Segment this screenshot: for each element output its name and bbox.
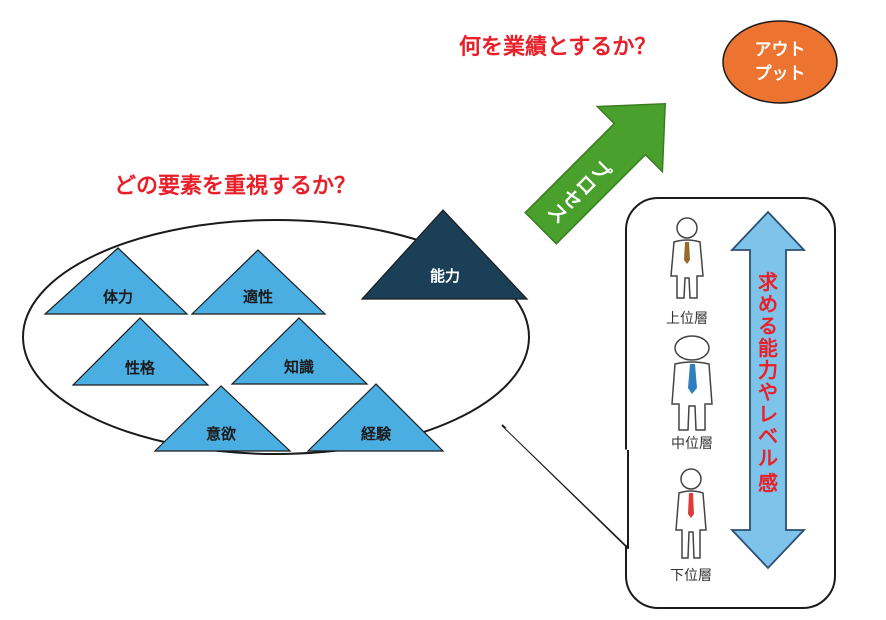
lower-level-label: 下位層 xyxy=(670,568,712,584)
middle-person-icon xyxy=(671,335,713,431)
svg-text:能: 能 xyxy=(758,336,778,360)
upper-person-icon xyxy=(670,217,704,299)
svg-text:意欲: 意欲 xyxy=(206,425,236,443)
elements-question-heading: どの要素を重視するか？ xyxy=(114,173,356,199)
level-panel xyxy=(625,197,836,609)
output-oval: アウト プット xyxy=(722,20,838,104)
triangle-experience: 経験 xyxy=(306,383,445,452)
svg-text:適性: 適性 xyxy=(243,288,273,306)
svg-text:経験: 経験 xyxy=(361,425,392,443)
triangle-personality: 性格 xyxy=(71,317,210,386)
svg-text:アウト: アウト xyxy=(755,40,806,60)
triangle-ability: 能力 xyxy=(360,209,529,300)
svg-text:め: め xyxy=(758,292,778,316)
svg-text:プット: プット xyxy=(755,63,806,84)
svg-text:能力: 能力 xyxy=(430,267,460,285)
triangle-motivation: 意欲 xyxy=(153,385,292,452)
upper-level-label: 上位層 xyxy=(666,311,708,327)
triangle-knowledge: 知識 xyxy=(230,317,369,385)
svg-text:感: 感 xyxy=(758,471,778,495)
svg-text:る: る xyxy=(758,314,778,338)
triangle-physical: 体力 xyxy=(43,247,189,315)
required-ability-level-label: 求 め る 能 力 や レ ベ ル 感 xyxy=(758,270,779,495)
triangle-aptitude: 適性 xyxy=(190,249,327,315)
performance-question-heading: 何を業績とするか？ xyxy=(459,34,656,60)
callout-tail-mask xyxy=(505,428,626,545)
svg-text:ル: ル xyxy=(758,446,778,470)
svg-text:性格: 性格 xyxy=(125,359,156,377)
svg-text:ベ: ベ xyxy=(758,424,778,448)
level-double-arrow xyxy=(729,210,807,570)
svg-text:体力: 体力 xyxy=(103,288,133,306)
svg-text:求: 求 xyxy=(758,270,779,294)
svg-text:知識: 知識 xyxy=(284,358,314,376)
svg-text:や: や xyxy=(758,380,778,404)
svg-text:力: 力 xyxy=(758,358,778,382)
lower-person-icon xyxy=(675,468,707,559)
middle-level-label: 中位層 xyxy=(671,436,713,452)
svg-text:レ: レ xyxy=(758,402,778,426)
process-arrow: プ ロ セ ス xyxy=(524,102,667,245)
